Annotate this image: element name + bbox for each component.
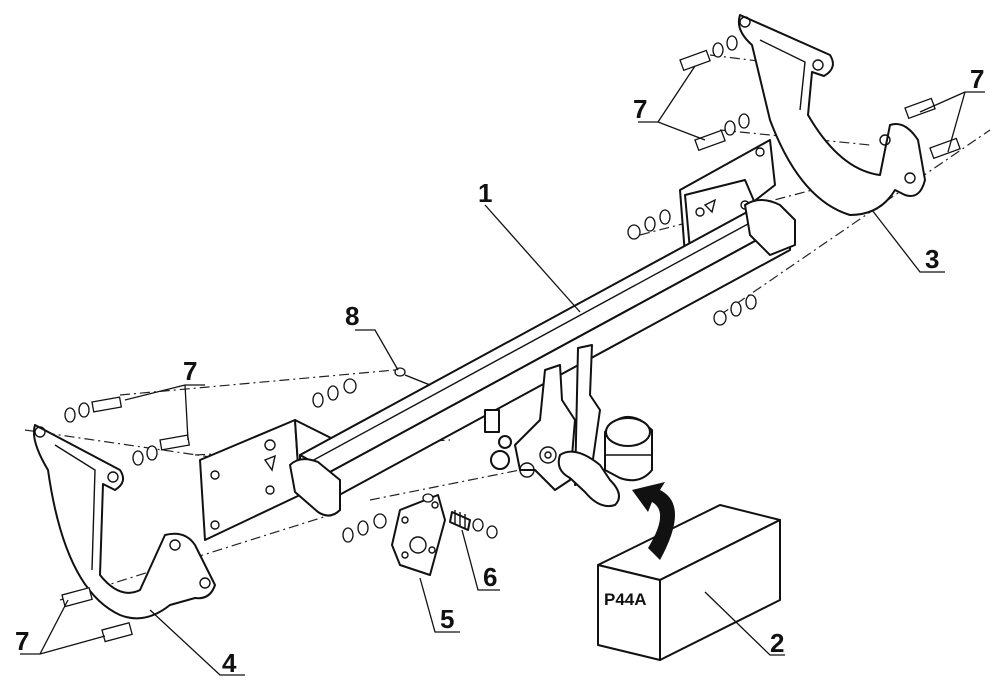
- right-side-bracket: [737, 14, 926, 216]
- alignment-lines: [24, 54, 991, 601]
- callout-3: 3: [925, 244, 939, 274]
- callout-2: 2: [770, 628, 784, 658]
- bolt-8: [394, 367, 431, 386]
- callout-7-left-lower: 7: [15, 626, 29, 656]
- callout-5: 5: [440, 604, 454, 634]
- fasteners: [61, 35, 961, 643]
- ball-mount-assembly: [514, 344, 653, 508]
- install-arrow-icon: [632, 482, 675, 560]
- socket-fasteners: [449, 510, 498, 539]
- left-side-bracket: [32, 424, 216, 620]
- right-mounting-plate: [679, 139, 776, 256]
- callout-7-left-upper: 7: [183, 356, 197, 386]
- callout-1: 1: [478, 178, 492, 208]
- callout-7-far-right: 7: [970, 64, 984, 94]
- bar-center-lug: [484, 409, 512, 470]
- main-crossbar: [289, 199, 796, 517]
- callout-numbers: 1 2 3 4 5 6 7 7 7 7 8: [15, 64, 984, 678]
- callout-8: 8: [345, 301, 359, 331]
- callout-4: 4: [222, 648, 237, 678]
- leader-lines: [20, 65, 985, 676]
- package-box: P44A: [597, 504, 781, 661]
- callout-6: 6: [483, 562, 497, 592]
- socket-plate: [391, 493, 446, 576]
- package-label: P44A: [604, 590, 647, 609]
- callout-7-top-right: 7: [633, 94, 647, 124]
